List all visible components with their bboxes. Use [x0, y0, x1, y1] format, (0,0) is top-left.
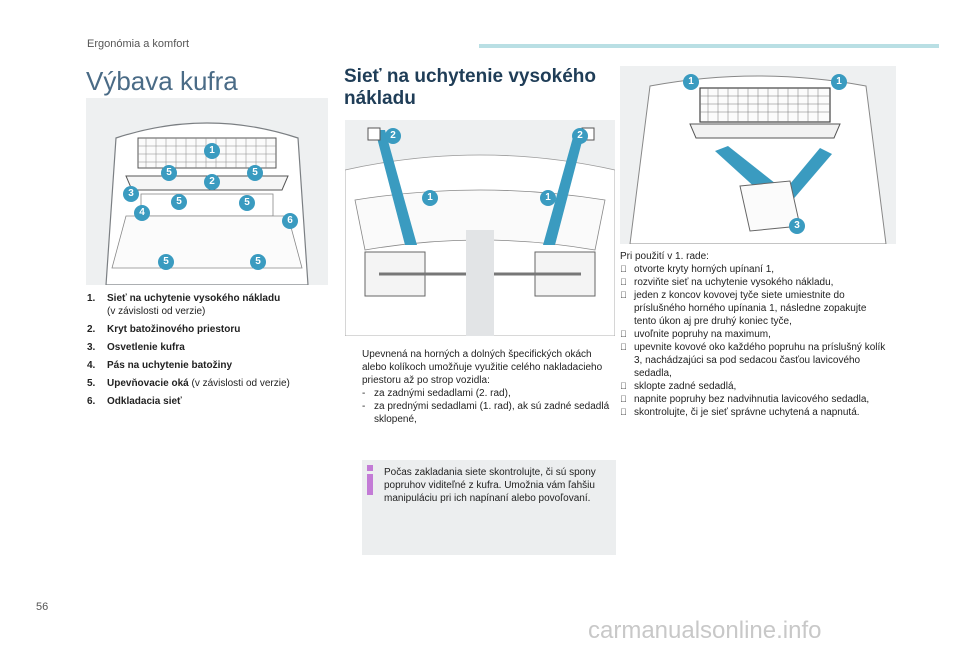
net-intro: Upevnená na horných a dolných špecifický… — [362, 349, 603, 386]
legend-item: 6.Odkladacia sieť — [87, 396, 182, 407]
list-item: rozviňte sieť na uchytenie vysokého nák… — [620, 277, 834, 288]
net-installed-drawing — [620, 66, 896, 245]
callout-badge: 3 — [123, 186, 139, 202]
installation-steps: Pri použití v 1. rade: otvorte kryty ho… — [620, 250, 890, 419]
list-item: uvoľnite popruhy na maximum, — [620, 329, 771, 340]
list-item: upevnite kovové oko každého popruhu na … — [620, 342, 886, 379]
steps-intro: Pri použití v 1. rade: — [620, 251, 709, 262]
info-note-box — [362, 460, 616, 555]
trunk-illustration: 1 2 3 4 5 5 5 5 5 5 6 — [86, 98, 328, 286]
page-title: Výbava kufra — [86, 66, 238, 96]
callout-badge: 5 — [250, 254, 266, 270]
callout-badge: 1 — [422, 190, 438, 206]
callout-badge: 1 — [831, 74, 847, 90]
equipment-legend: 1.Sieť na uchytenie vysokého nákladu(v z… — [87, 292, 332, 413]
callout-badge: 5 — [247, 165, 263, 181]
callout-badge: 5 — [161, 165, 177, 181]
list-item: -za prednými sedadlami (1. rad), ak sú z… — [362, 401, 610, 425]
legend-item: 2.Kryt batožinového priestoru — [87, 324, 241, 335]
list-item: sklopte zadné sedadlá, — [620, 381, 737, 392]
list-item: napnite popruhy bez nadvihnutia lavicov… — [620, 394, 870, 405]
callout-badge: 5 — [171, 194, 187, 210]
net-mounting-drawing — [344, 120, 616, 337]
net-mounting-illustration: 2 2 1 1 — [344, 120, 616, 337]
list-item: otvorte kryty horných upínaní 1, — [620, 264, 775, 275]
legend-item: 4.Pás na uchytenie batožiny — [87, 360, 233, 371]
net-description: Upevnená na horných a dolných špecifický… — [362, 348, 615, 426]
info-note-text: Počas zakladania siete skontrolujte, či … — [384, 467, 596, 504]
legend-item: 1.Sieť na uchytenie vysokého nákladu(v z… — [87, 293, 281, 317]
legend-item: 5.Upevňovacie oká (v závislosti od verzi… — [87, 378, 290, 389]
callout-badge: 2 — [385, 128, 401, 144]
page-number: 56 — [36, 601, 49, 613]
info-icon — [367, 465, 373, 495]
callout-badge: 4 — [134, 205, 150, 221]
callout-badge: 5 — [158, 254, 174, 270]
callout-badge: 5 — [239, 195, 255, 211]
trunk-drawing — [86, 98, 328, 286]
callout-badge: 6 — [282, 213, 298, 229]
net-installed-illustration: 1 1 3 — [620, 66, 896, 245]
legend-item: 3.Osvetlenie kufra — [87, 342, 185, 353]
callout-badge: 1 — [204, 143, 220, 159]
header-rule — [479, 44, 939, 48]
list-item: skontrolujte, či je sieť správne uchyte… — [620, 407, 860, 418]
callout-badge: 1 — [683, 74, 699, 90]
callout-badge: 3 — [789, 218, 805, 234]
list-item: -za zadnými sedadlami (2. rad), — [362, 388, 511, 399]
watermark: carmanualsonline.info — [588, 617, 822, 644]
list-item: jeden z koncov kovovej tyče siete umies… — [620, 290, 867, 327]
callout-badge: 2 — [204, 174, 220, 190]
callout-badge: 1 — [540, 190, 556, 206]
section-label: Ergonómia a komfort — [87, 38, 190, 50]
net-section-title: Sieť na uchytenie vysokého nákladu — [344, 66, 596, 109]
callout-badge: 2 — [572, 128, 588, 144]
